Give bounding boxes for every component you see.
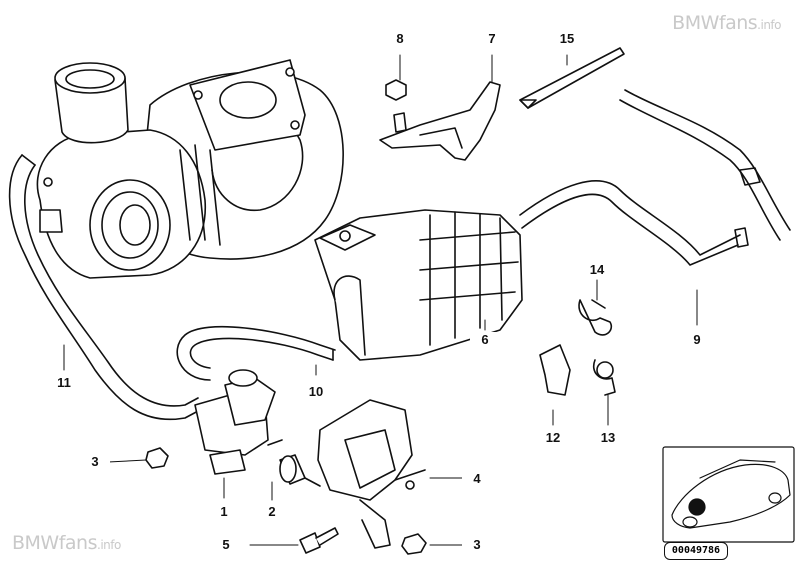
diagram-code: 00049786 [664, 542, 728, 560]
clamp-13 [593, 359, 616, 396]
bushing-2 [279, 454, 321, 487]
cable-tie-15 [519, 47, 625, 109]
bracket-7 [379, 81, 501, 161]
callout-5[interactable]: 5 [211, 537, 241, 553]
callout-11[interactable]: 11 [49, 375, 79, 391]
callout-13[interactable]: 13 [593, 430, 623, 446]
intake-housing-6 [314, 209, 523, 361]
nut-8 [385, 79, 407, 133]
hose-10 [176, 325, 336, 381]
callout-15[interactable]: 15 [552, 31, 582, 47]
nut-3a [145, 447, 169, 469]
watermark-brand: BMWfans [672, 12, 758, 34]
watermark-suffix: .info [757, 18, 781, 32]
watermark-brand: BMWfans [12, 532, 98, 554]
clip-12 [539, 344, 571, 396]
callout-2[interactable]: 2 [257, 504, 287, 520]
callout-1[interactable]: 1 [209, 504, 239, 520]
watermark-suffix: .info [97, 538, 121, 552]
callout-3b[interactable]: 3 [462, 537, 492, 553]
callout-10[interactable]: 10 [301, 384, 331, 400]
nut-3b [401, 533, 427, 555]
callout-8[interactable]: 8 [385, 31, 415, 47]
hose-9 [519, 89, 791, 266]
callout-9[interactable]: 9 [682, 332, 712, 348]
location-thumbnail [662, 446, 795, 543]
callout-4[interactable]: 4 [462, 471, 492, 487]
turbocharger [36, 59, 344, 279]
callout-7[interactable]: 7 [477, 31, 507, 47]
watermark-top: BMWfans.info [672, 12, 781, 34]
callout-14[interactable]: 14 [582, 262, 612, 278]
bracket-4 [317, 399, 426, 549]
callout-12[interactable]: 12 [538, 430, 568, 446]
callout-3a[interactable]: 3 [80, 454, 110, 470]
leader-lines [63, 54, 698, 546]
watermark-bottom: BMWfans.info [12, 532, 121, 554]
callout-6[interactable]: 6 [470, 332, 500, 348]
bolt-5 [299, 527, 339, 554]
hose-11 [8, 154, 201, 421]
vacuum-valve-1 [194, 369, 283, 475]
clamp-14 [578, 299, 613, 336]
